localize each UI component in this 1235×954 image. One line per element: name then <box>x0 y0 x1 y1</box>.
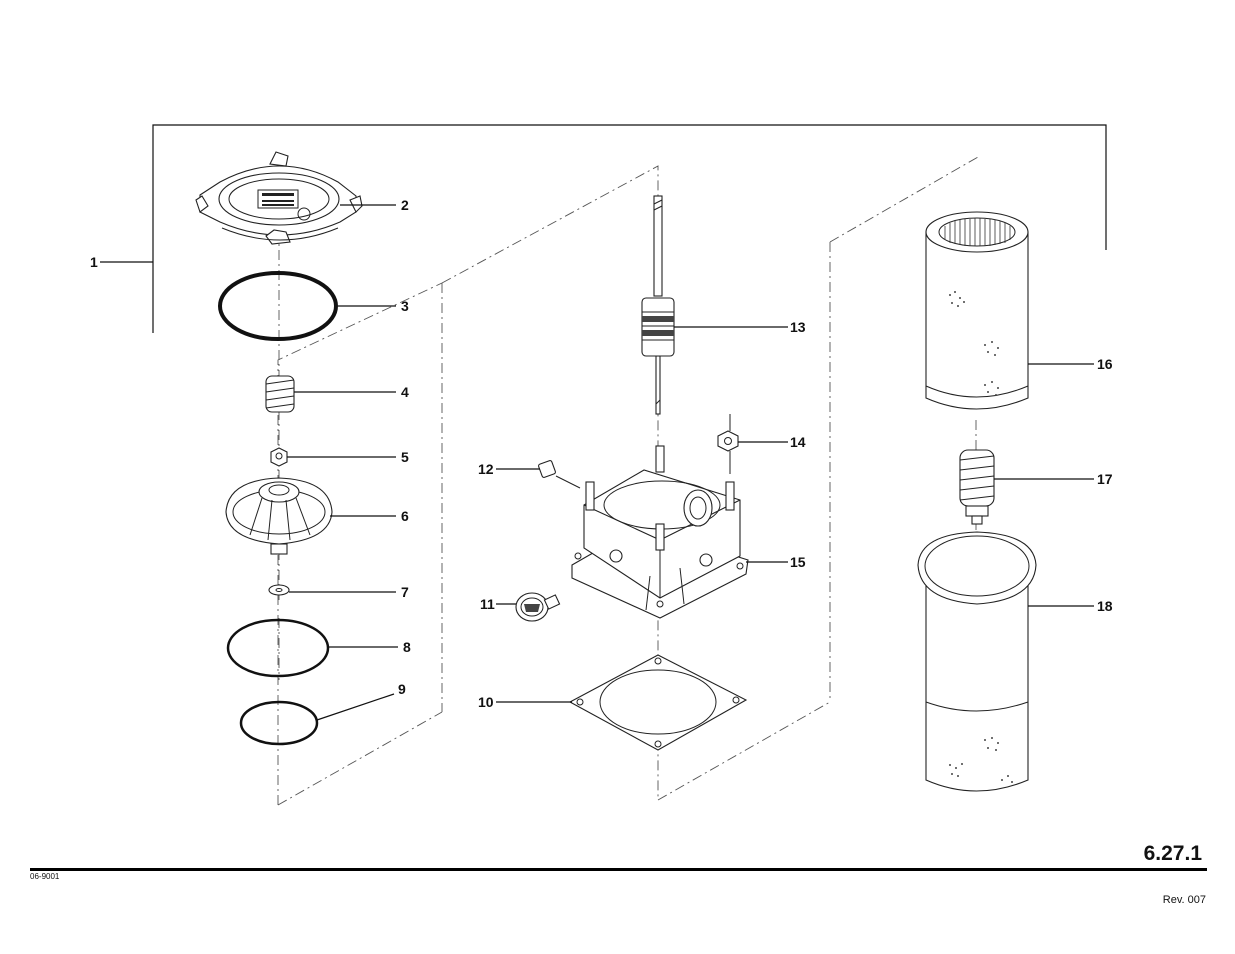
part-7-washer <box>268 584 290 596</box>
part-3-o-ring <box>218 271 338 341</box>
part-17-spring <box>959 449 995 525</box>
page-number: 6.27.1 <box>1143 842 1202 865</box>
part-18-canister <box>917 531 1037 792</box>
footer-rule <box>30 868 1207 871</box>
document-code: 06-9001 <box>30 872 60 881</box>
part-15-housing <box>571 445 749 619</box>
callout-16: 16 <box>1097 356 1113 372</box>
leader-lines <box>287 204 1094 721</box>
callout-14: 14 <box>790 434 806 450</box>
part-16-filter <box>925 211 1029 410</box>
callout-17: 17 <box>1097 471 1113 487</box>
callout-11: 11 <box>480 596 495 612</box>
callout-5: 5 <box>401 449 409 465</box>
callout-18: 18 <box>1097 598 1113 614</box>
callout-4: 4 <box>401 384 409 400</box>
callout-1: 1 <box>90 254 98 270</box>
part-2-cover <box>195 151 363 245</box>
assembly-bracket <box>100 124 1107 333</box>
callout-15: 15 <box>790 554 806 570</box>
callout-12: 12 <box>478 461 494 477</box>
part-11-gauge <box>515 592 561 622</box>
callout-13: 13 <box>790 319 806 335</box>
part-4-spring <box>265 375 295 413</box>
part-13-shaft <box>641 195 675 415</box>
part-5-nut <box>270 447 288 467</box>
part-12-screw <box>538 460 581 489</box>
callout-8: 8 <box>403 639 411 655</box>
part-8-o-ring <box>226 618 330 678</box>
callout-10: 10 <box>478 694 494 710</box>
part-6-valve <box>225 477 333 555</box>
part-10-gasket <box>568 654 748 751</box>
callout-2: 2 <box>401 197 409 213</box>
part-14-nut <box>717 414 739 474</box>
callout-3: 3 <box>401 298 409 314</box>
part-9-o-ring <box>239 700 319 746</box>
callout-9: 9 <box>398 681 406 697</box>
callout-6: 6 <box>401 508 409 524</box>
callout-7: 7 <box>401 584 409 600</box>
revision-label: Rev. 007 <box>1162 894 1206 906</box>
